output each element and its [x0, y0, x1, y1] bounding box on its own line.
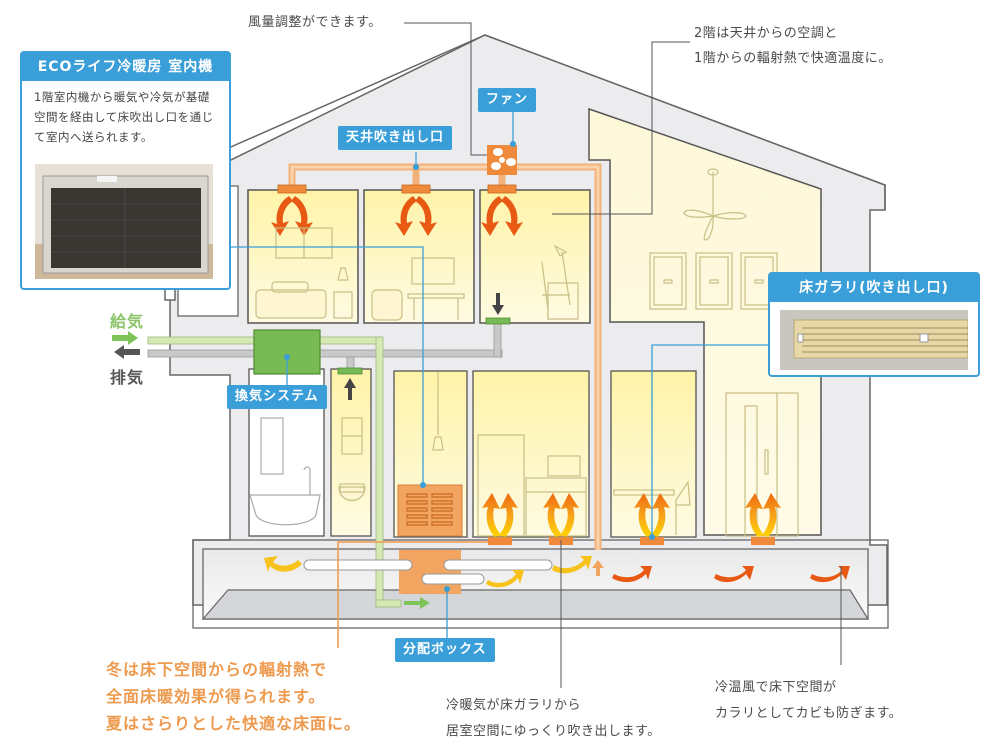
crawl-yellow-arrows — [264, 556, 592, 588]
exhaust-down-arrow — [492, 293, 504, 315]
exhaust-air-label: 排気 — [110, 368, 145, 387]
floor-grille-note-line1: 冷暖気が床ガラリから — [446, 698, 582, 713]
orange-leader-line — [337, 541, 488, 648]
upper-floor-note-line1: 2階は天井からの空調と — [694, 26, 838, 41]
exhaust-arrow-icon — [114, 345, 140, 359]
distribution-box-tag: 分配ボックス — [395, 638, 495, 662]
supply-arrow-icon — [112, 331, 138, 345]
crawlspace-note-line2: カラリとしてカビも防ぎます。 — [715, 706, 903, 721]
indoor-unit-callout-title: ECOライフ冷暖房 室内機 — [22, 53, 229, 81]
floor-outlet-3 — [640, 537, 664, 545]
upper-floor-note-line2: 1階からの輻射熱で快適温度に。 — [694, 51, 892, 66]
ceiling-outlet-1 — [277, 184, 307, 194]
floor-grille-callout: 床ガラリ(吹き出し口) — [768, 272, 980, 377]
airflow-adjust-note: 風量調整ができます。 — [248, 15, 382, 30]
indoor-unit-callout: ECOライフ冷暖房 室内機 1階室内機から暖気や冷気が基礎空間を経由して床吹出し… — [20, 51, 231, 290]
floor-grille-callout-title: 床ガラリ(吹き出し口) — [770, 274, 978, 302]
ventilation-ducts — [147, 322, 503, 608]
indoor-unit-callout-description: 1階室内機から暖気や冷気が基礎空間を経由して床吹出し口を通じて室内へ送られます。 — [34, 90, 214, 144]
winter-note-line2: 全面床暖効果が得られます。 — [106, 687, 326, 706]
ceiling-outlet-3 — [487, 184, 517, 194]
ceiling-outlet-2 — [401, 184, 431, 194]
dining-room — [610, 370, 697, 538]
supply-air-label: 給気 — [110, 312, 145, 331]
leader-lines — [404, 22, 842, 688]
winter-note-line3: 夏はさらりとした快適な床面に。 — [106, 714, 362, 733]
fan-tag: ファン — [478, 88, 537, 112]
ventilation-system-tag: 換気システム — [227, 385, 327, 409]
indoor-unit-photo — [35, 164, 213, 279]
floor-grille-photo — [780, 310, 968, 370]
exhaust-up-arrow — [344, 378, 356, 400]
distribution-box-shape — [399, 550, 461, 594]
floor-outlet-1 — [488, 537, 512, 545]
green-supply-floor-arrow — [404, 597, 430, 609]
crawl-red-arrows — [612, 566, 850, 583]
floor-outlet-4 — [751, 537, 775, 545]
crawlspace-note-line1: 冷温風で床下空間が — [715, 680, 837, 695]
small-up-arrow — [592, 560, 604, 576]
floor-grille-note-line2: 居室空間にゆっくり吹き出します。 — [446, 724, 661, 739]
indoor-unit-grille — [397, 484, 463, 537]
ceiling-outlet-tag: 天井吹き出し口 — [338, 126, 453, 150]
fan-icon — [487, 145, 517, 175]
crawl-pipes — [303, 559, 553, 585]
winter-note-line1: 冬は床下空間からの輻射熱で — [106, 660, 328, 679]
blue-leader-lines — [230, 111, 770, 638]
